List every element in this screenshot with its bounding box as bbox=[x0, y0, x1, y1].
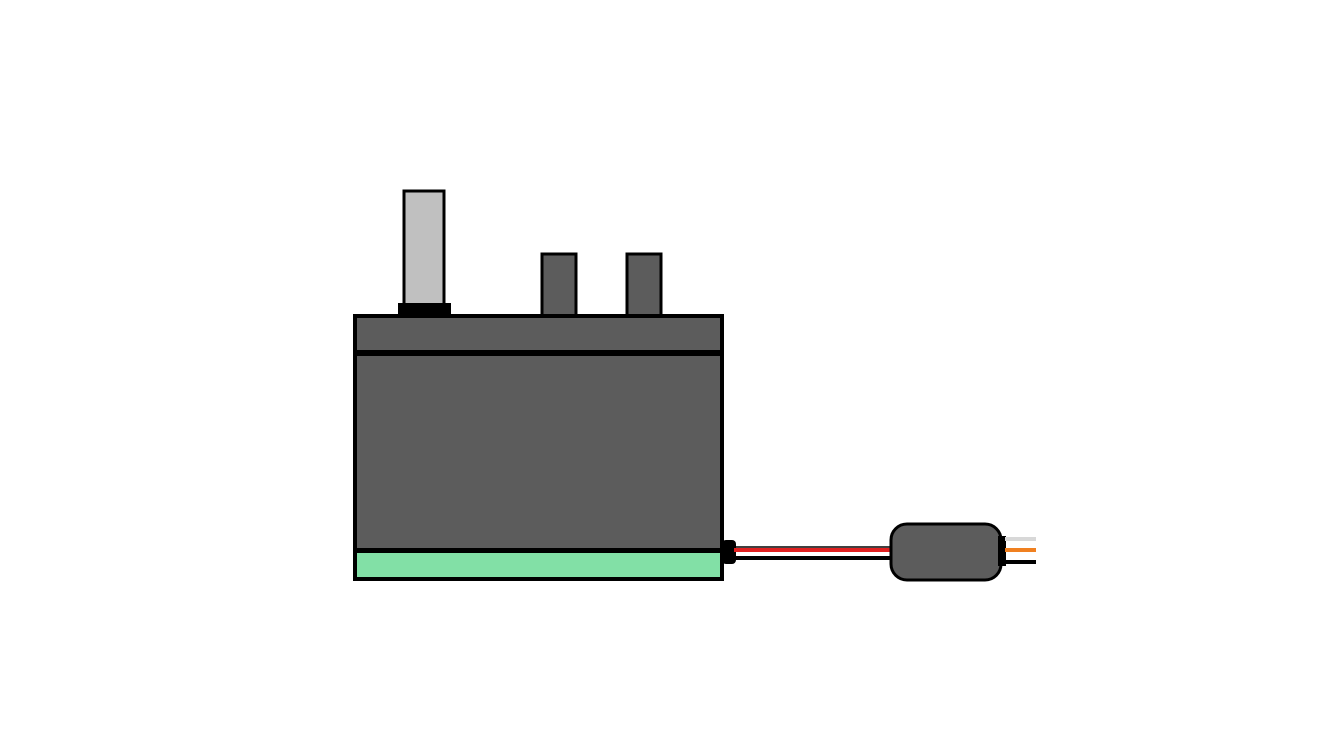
connector-plug bbox=[889, 522, 1006, 582]
mounting-post-right bbox=[625, 252, 663, 318]
cable-grommet bbox=[722, 540, 736, 564]
mounting-post-left bbox=[540, 252, 578, 318]
base-strip-divider bbox=[355, 548, 722, 553]
cable bbox=[734, 546, 895, 560]
shaft-collar bbox=[398, 303, 451, 316]
connector-body bbox=[889, 522, 1003, 582]
connector-back bbox=[998, 536, 1006, 566]
top-band-divider bbox=[355, 350, 722, 356]
servo-body bbox=[353, 314, 724, 581]
shaft-rod bbox=[402, 189, 446, 309]
base-strip bbox=[357, 552, 720, 577]
output-shaft bbox=[398, 189, 451, 316]
connector-wire-tails bbox=[1005, 537, 1036, 564]
body-housing bbox=[353, 314, 724, 581]
